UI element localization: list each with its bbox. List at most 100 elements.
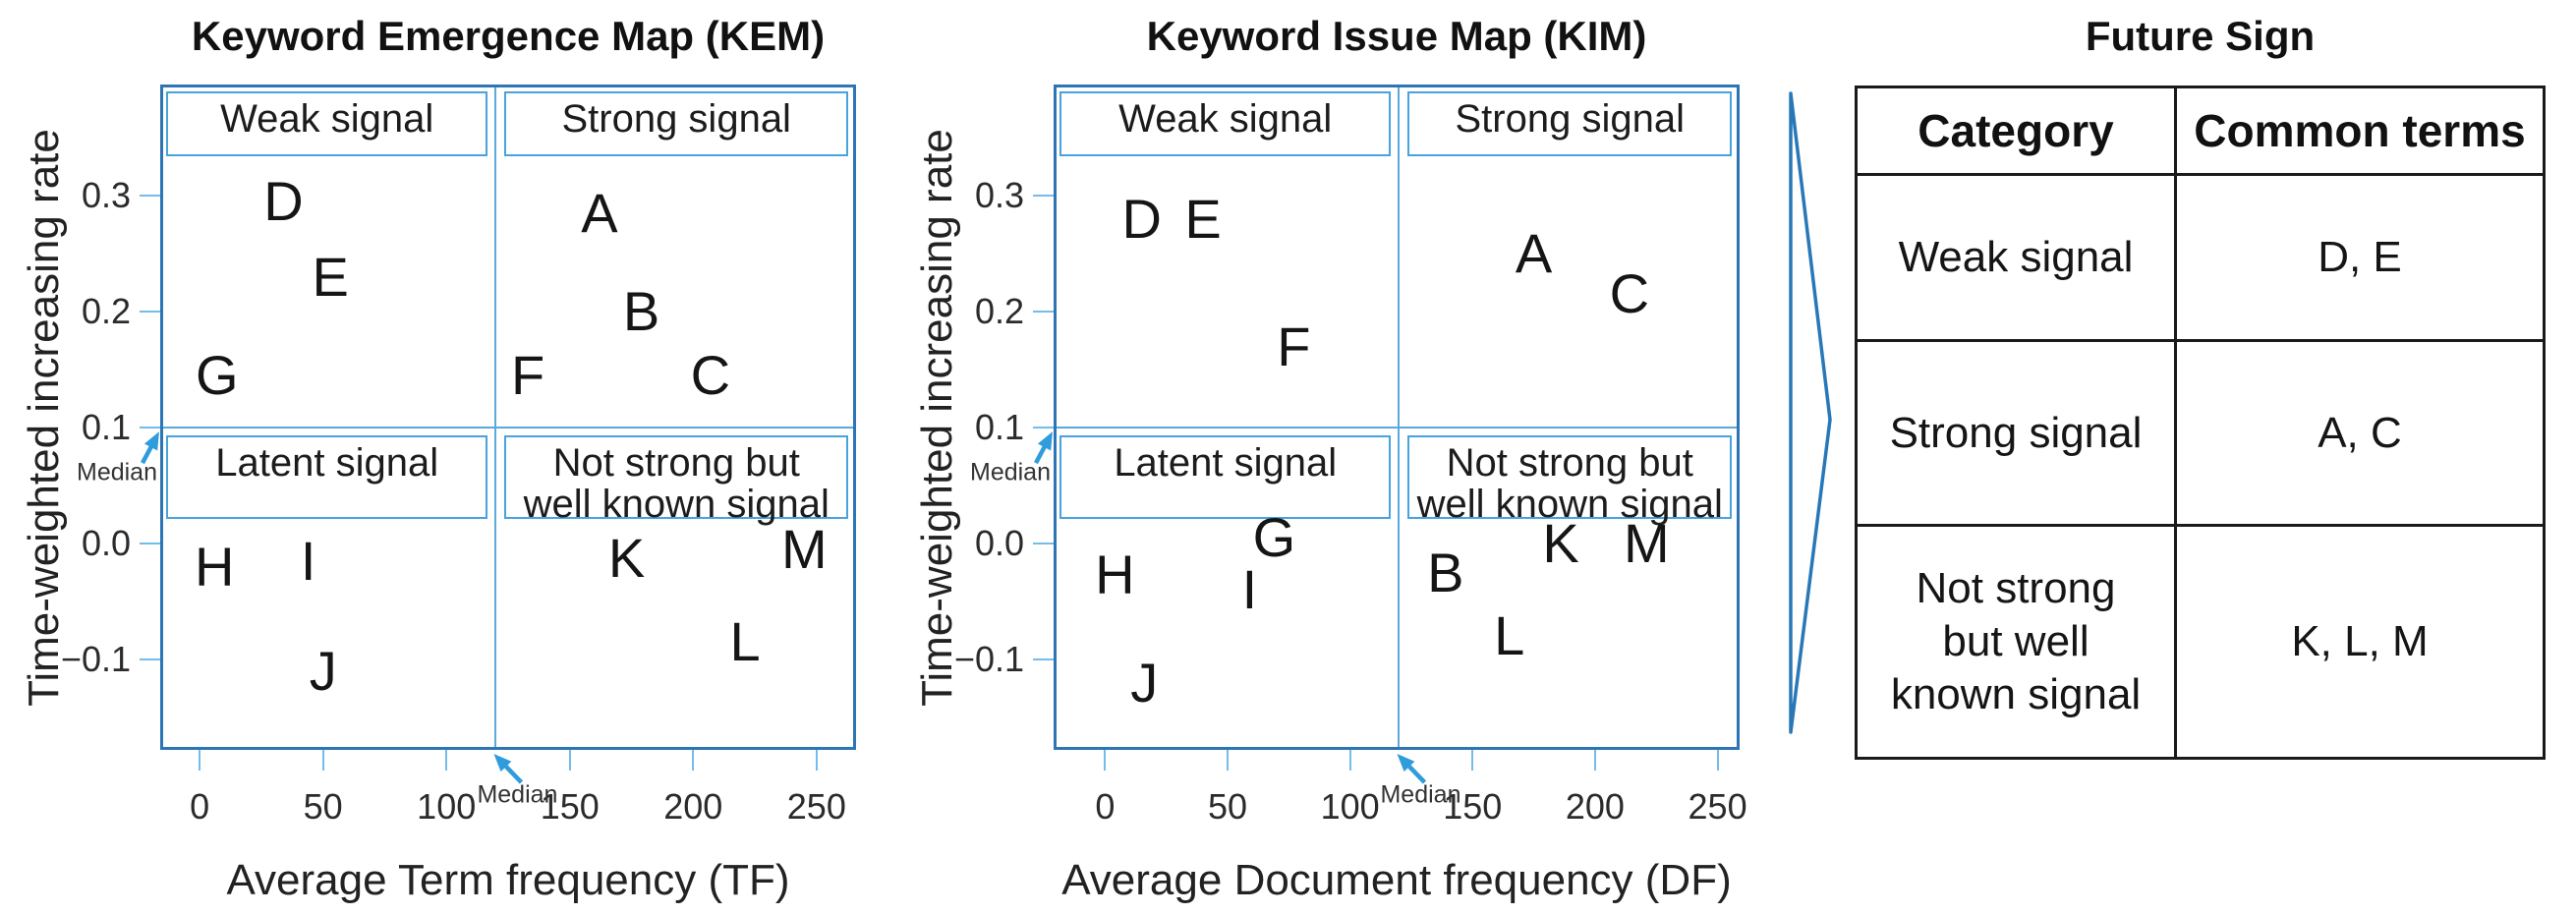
median-annotation-x-kem: Median — [477, 780, 558, 809]
median-annotation-y-kem: Median — [77, 458, 157, 486]
x-tick-label-150-kim: 150 — [1443, 786, 1503, 827]
median-x-line-kem — [494, 85, 497, 750]
y-tick-label-0.1-kem: 0.1 — [81, 407, 131, 448]
data-point-E-kem: E — [312, 245, 349, 308]
y-tick-0.3-kim — [1033, 195, 1054, 198]
data-point-I-kem: I — [300, 529, 316, 592]
data-point-I-kim: I — [1241, 558, 1258, 621]
data-point-H-kim: H — [1095, 543, 1135, 605]
data-point-K-kim: K — [1542, 512, 1579, 575]
kim-x-axis-title: Average Document frequency (DF) — [1061, 856, 1732, 904]
data-point-M-kem: M — [780, 517, 828, 580]
flow-bracket — [1789, 91, 1832, 734]
y-tick-label-0.2-kem: 0.2 — [81, 291, 131, 332]
y-tick--0.1-kim — [1033, 658, 1054, 660]
x-tick-250-kim — [1716, 750, 1719, 771]
median-y-line-kim — [1054, 427, 1740, 429]
data-point-C-kem: C — [690, 344, 731, 407]
x-tick-50-kim — [1226, 750, 1229, 771]
quadrant-label-top_left-kem: Weak signal — [166, 91, 488, 156]
data-point-J-kim: J — [1130, 651, 1159, 714]
category-cell-1: Strong signal — [1858, 342, 2177, 527]
data-point-J-kem: J — [309, 639, 337, 702]
median-arrow-line — [499, 760, 524, 784]
kim-y-axis-title: Time-weighted increasing rate — [913, 128, 961, 707]
data-point-D-kem: D — [263, 170, 304, 233]
x-tick-100-kim — [1348, 750, 1351, 771]
x-tick-label-150-kem: 150 — [540, 786, 600, 827]
quadrant-label-top_left-kim: Weak signal — [1059, 91, 1392, 156]
median-arrow-head — [493, 754, 512, 772]
median-annotation-x-kim: Median — [1380, 780, 1461, 809]
quadrant-label-top_right-kem: Strong signal — [504, 91, 848, 156]
x-tick-0-kim — [1104, 750, 1107, 771]
data-point-L-kem: L — [729, 610, 761, 673]
median-annotation-y-kim: Median — [970, 458, 1051, 486]
plot-frame-kim — [1054, 85, 1740, 750]
y-tick-0-kim — [1033, 543, 1054, 545]
data-point-H-kem: H — [194, 535, 235, 598]
y-tick-label-0.1-kim: 0.1 — [974, 407, 1024, 448]
y-tick-0.1-kim — [1033, 427, 1054, 429]
category-header: Category — [1858, 88, 2177, 176]
x-tick-150-kem — [568, 750, 571, 771]
x-tick-label-0-kem: 0 — [190, 786, 210, 827]
data-point-F-kim: F — [1277, 315, 1311, 377]
median-x-line-kim — [1398, 85, 1401, 750]
data-point-C-kim: C — [1609, 262, 1650, 325]
data-point-B-kim: B — [1427, 541, 1464, 603]
y-tick-label--0.1-kim: −0.1 — [953, 639, 1024, 679]
y-tick--0.1-kem — [140, 658, 160, 660]
x-tick-200-kim — [1593, 750, 1596, 771]
x-tick-100-kem — [445, 750, 448, 771]
kem-title: Keyword Emergence Map (KEM) — [191, 13, 826, 59]
y-tick-label-0.3-kim: 0.3 — [974, 175, 1024, 216]
y-tick-0.3-kem — [140, 195, 160, 198]
x-tick-label-250-kem: 250 — [786, 786, 846, 827]
data-point-E-kim: E — [1184, 187, 1222, 250]
quadrant-label-bottom_right-kim: Not strong but well known signal — [1407, 435, 1732, 525]
y-tick-0.2-kem — [140, 311, 160, 314]
x-tick-label-250-kim: 250 — [1688, 786, 1747, 827]
data-point-G-kem: G — [195, 344, 239, 407]
data-point-B-kem: B — [622, 280, 660, 343]
quadrant-label-bottom_left-kem: Latent signal — [166, 435, 488, 520]
quadrant-label-bottom_right-kem: Not strong but well known signal — [504, 435, 848, 525]
data-point-M-kim: M — [1623, 512, 1670, 575]
quadrant-label-top_right-kim: Strong signal — [1407, 91, 1732, 156]
quadrant-label-bottom_left-kim: Latent signal — [1059, 435, 1392, 520]
x-tick-150-kim — [1471, 750, 1474, 771]
kem-x-axis-title: Average Term frequency (TF) — [226, 856, 790, 904]
data-point-F-kem: F — [510, 344, 545, 407]
terms-cell-1: A, C — [2177, 342, 2543, 527]
terms-cell-2: K, L, M — [2291, 617, 2429, 665]
plot-frame-kem — [160, 85, 856, 750]
x-tick-0-kem — [199, 750, 201, 771]
median-arrow-line — [1034, 439, 1050, 465]
y-tick-label-0-kem: 0.0 — [81, 523, 131, 564]
x-tick-200-kem — [692, 750, 695, 771]
x-tick-250-kem — [815, 750, 818, 771]
data-point-A-kem: A — [581, 181, 618, 244]
median-arrow-line — [1402, 760, 1427, 784]
data-point-K-kem: K — [607, 527, 646, 590]
y-tick-label-0-kim: 0.0 — [974, 523, 1024, 564]
y-tick-0.1-kem — [140, 427, 160, 429]
x-tick-50-kem — [321, 750, 324, 771]
y-tick-0.2-kim — [1033, 311, 1054, 314]
data-point-A-kim: A — [1515, 222, 1553, 285]
y-tick-label-0.2-kim: 0.2 — [974, 291, 1024, 332]
data-point-G-kim: G — [1252, 506, 1296, 569]
x-tick-label-200-kim: 200 — [1565, 786, 1625, 827]
kem-y-axis-title: Time-weighted increasing rate — [20, 128, 68, 707]
data-point-D-kim: D — [1121, 187, 1162, 250]
category-cell-0: Weak signal — [1858, 176, 2177, 342]
x-tick-label-50-kem: 50 — [303, 786, 343, 827]
